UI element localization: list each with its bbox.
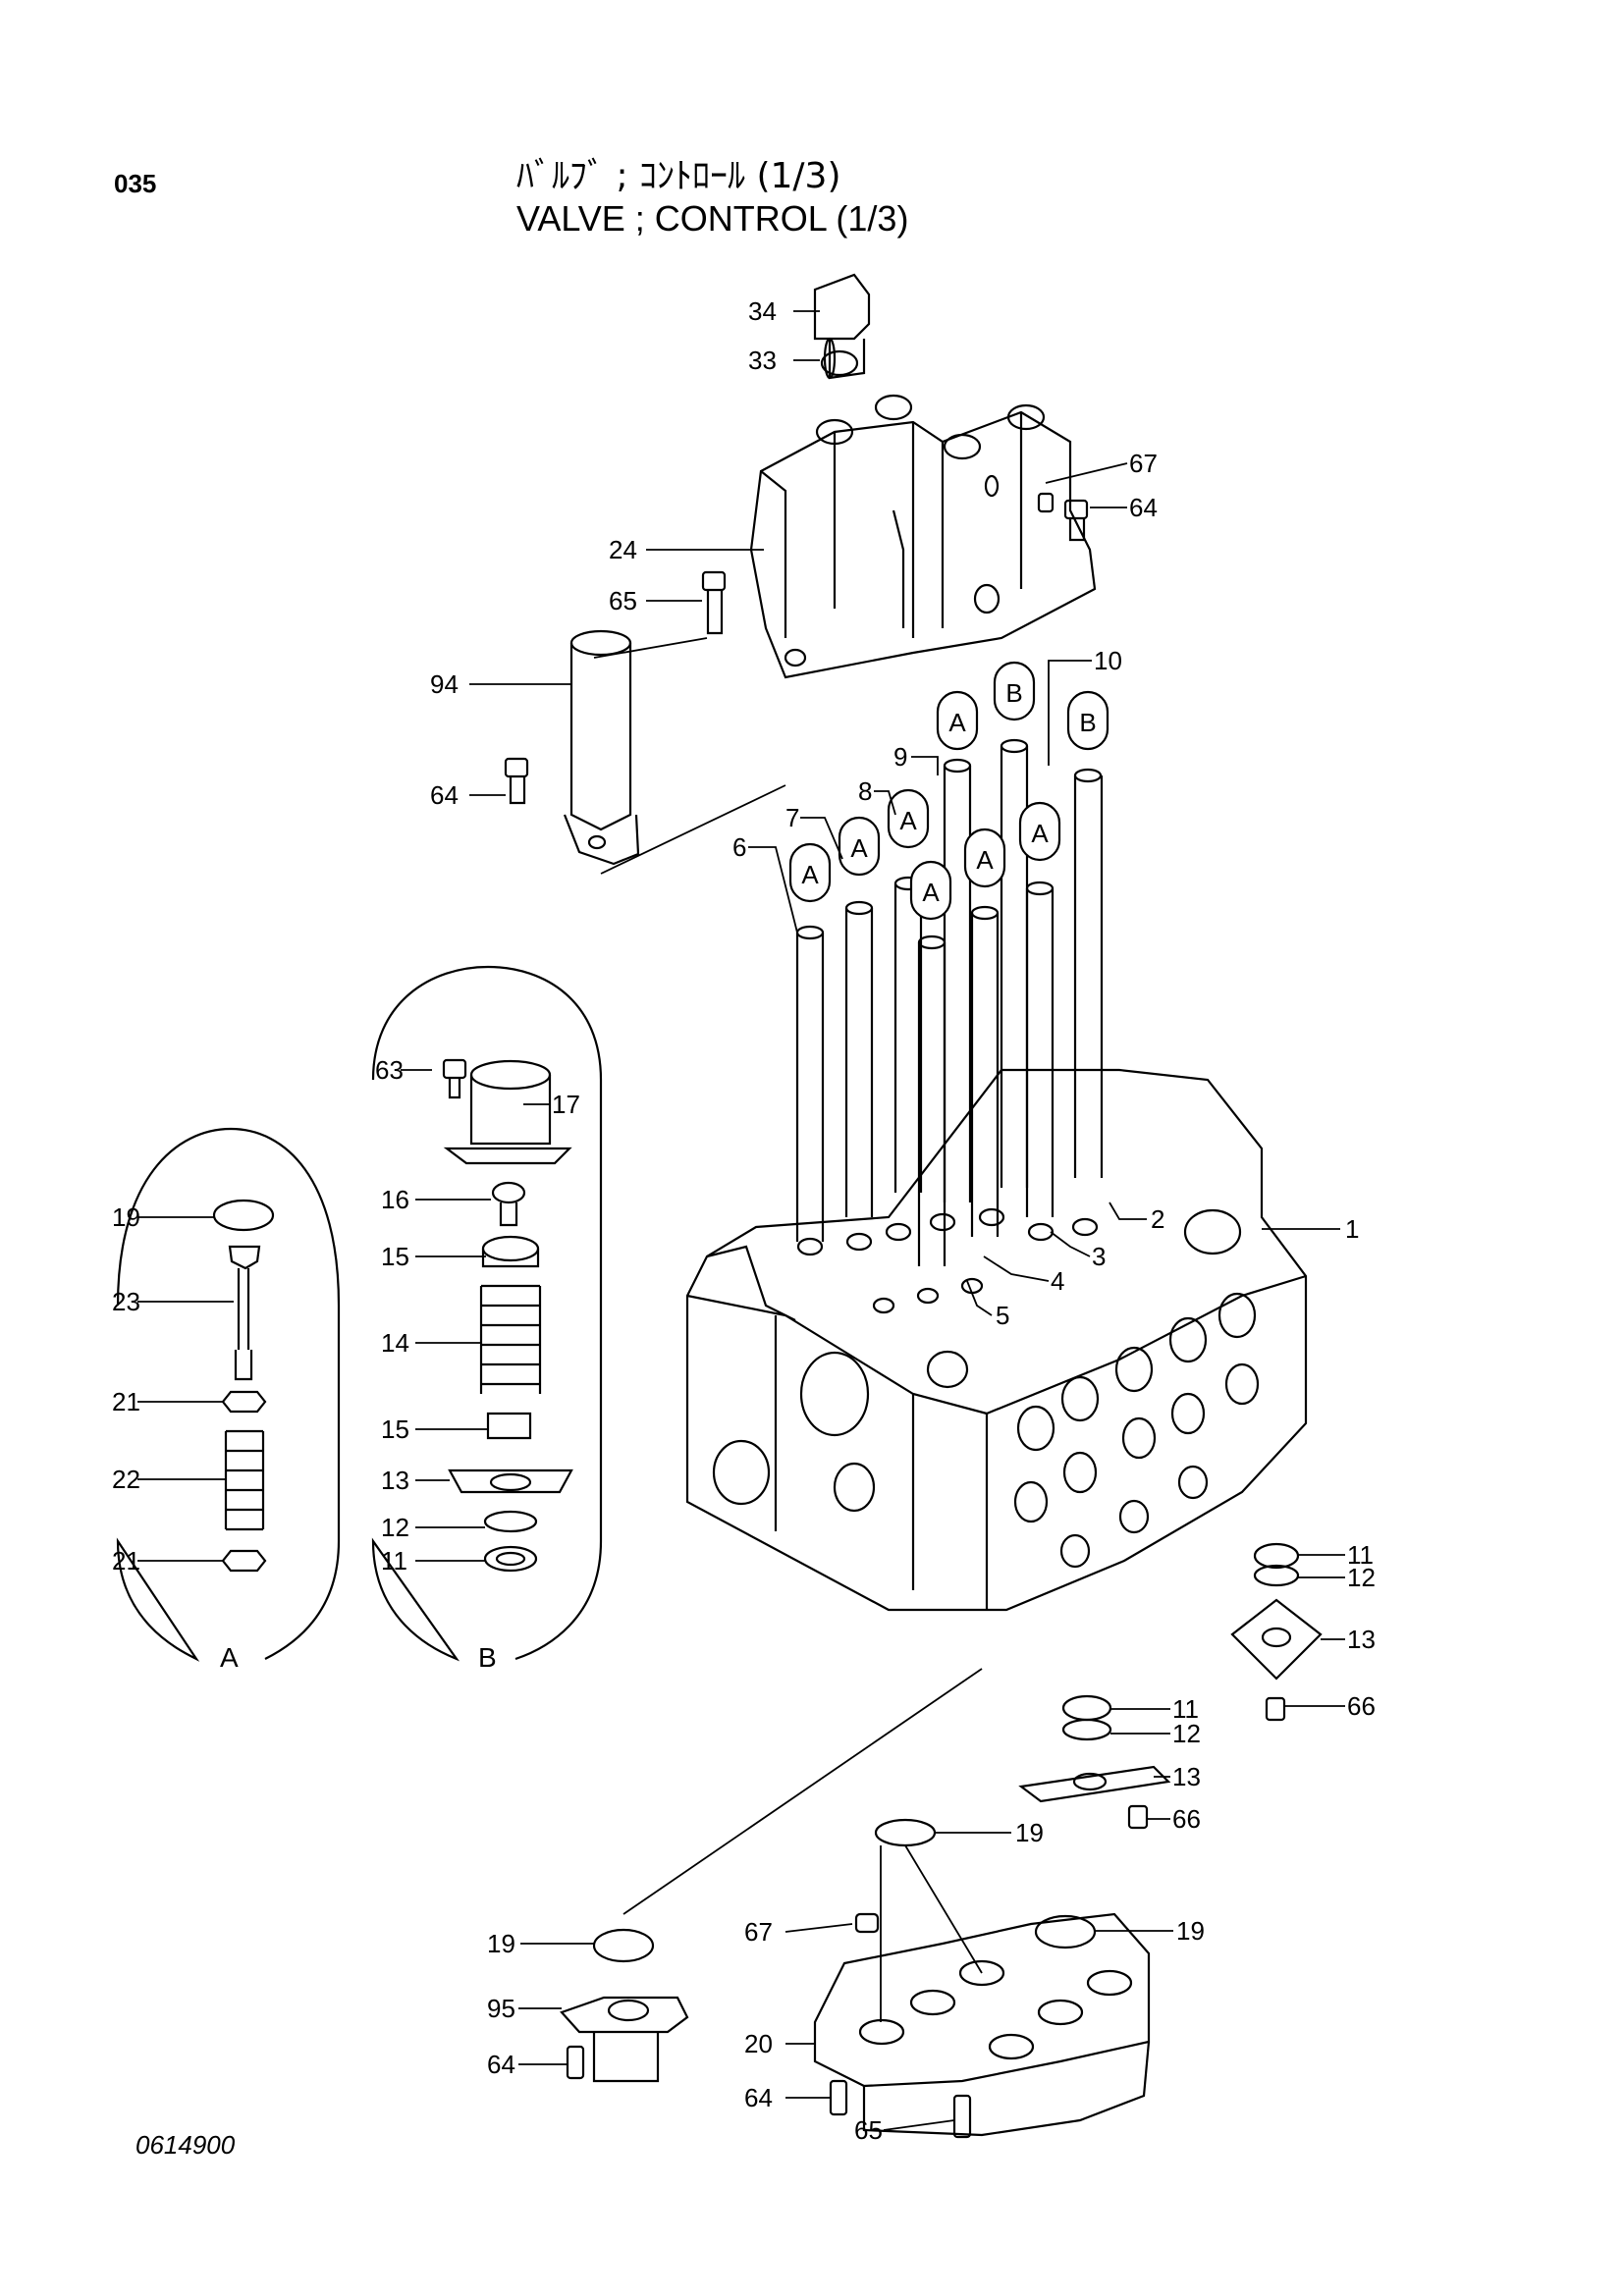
callout: 13 [1347,1625,1376,1654]
callout: 64 [1129,493,1158,522]
spool-tag-group: A A A A A A A [788,661,1109,921]
detail-a [116,1127,341,1662]
callout: 17 [552,1090,580,1119]
detail-b [371,965,603,1662]
svg-text:A: A [850,833,868,863]
title-english: VALVE ; CONTROL (1/3) [516,198,909,239]
callout: 65 [609,586,637,615]
callout: 65 [854,2115,883,2145]
page-number: 035 [114,169,157,198]
callout: 64 [744,2083,773,2112]
spool-tag: A [838,816,881,877]
callout: 19 [112,1202,140,1232]
callout: 94 [430,669,459,699]
title-japanese: ﾊﾞﾙﾌﾞ ; ｺﾝﾄﾛｰﾙ (1/3) [516,156,841,196]
callout: 34 [748,296,777,326]
svg-text:A: A [948,708,966,737]
spool-tag: A [909,860,952,921]
callout: 11 [381,1546,407,1575]
callout: 19 [487,1929,515,1958]
callout: 13 [381,1466,409,1495]
bolts-group [442,492,1089,1099]
callout: 6 [732,832,746,862]
callout: 63 [375,1055,404,1085]
callout: 12 [1172,1719,1201,1748]
spool-tag: A [963,828,1006,888]
callouts: 34 33 67 64 24 65 94 64 10 9 8 7 6 1 2 3… [112,296,1376,2145]
bottom-parts [560,1818,1151,2139]
callout: 5 [996,1301,1009,1330]
svg-text:B: B [1079,708,1096,737]
svg-text:A: A [1031,819,1049,848]
svg-text:B: B [1005,678,1022,708]
callout: 3 [1092,1242,1106,1271]
callout: 8 [858,776,872,806]
callout: 15 [381,1415,409,1444]
spool-tag: B [1066,690,1109,751]
callout: 21 [112,1387,140,1416]
spool-tag: A [788,842,832,903]
callout: 2 [1151,1204,1164,1234]
callout: 11 [1172,1694,1199,1724]
detail-label-a: A [220,1642,239,1673]
callout: 16 [381,1185,409,1214]
spool-tag: A [887,788,930,849]
spool-tag: A [936,690,979,751]
callout: 95 [487,1994,515,2023]
tube-94 [563,629,640,866]
callout: 7 [785,803,799,832]
spools [795,738,1104,1266]
callout: 10 [1094,646,1122,675]
spool-tag: B [993,661,1036,721]
svg-text:A: A [899,806,917,835]
svg-text:A: A [976,845,994,875]
callout: 22 [112,1465,140,1494]
callout: 11 [1347,1540,1374,1570]
detail-label-b: B [478,1642,497,1673]
o-ring-33 [820,349,859,377]
callout: 1 [1345,1214,1359,1244]
callout: 64 [430,780,459,810]
callout: 33 [748,346,777,375]
callout: 15 [381,1242,409,1271]
svg-text:A: A [922,878,940,907]
callout: 24 [609,535,637,564]
callout: 21 [112,1546,140,1575]
callout: 23 [112,1287,140,1316]
callout: 20 [744,2029,773,2058]
drawing-reference: 0614900 [135,2130,236,2160]
callout: 14 [381,1328,409,1358]
callout: 9 [893,742,907,772]
callout: 67 [1129,449,1158,478]
callout: 66 [1172,1804,1201,1834]
callout: 66 [1347,1691,1376,1721]
upper-cover [749,394,1097,679]
svg-text:A: A [801,860,819,889]
callout: 67 [744,1917,773,1947]
valve-body [685,1068,1308,1612]
right-parts [1018,1542,1323,1830]
callout: 64 [487,2050,515,2079]
callout: 19 [1176,1916,1205,1946]
plug-bolt [813,273,871,380]
callout: 12 [381,1513,409,1542]
leader-lines [137,310,1345,2131]
callout: 19 [1015,1818,1044,1847]
callout: 12 [1347,1563,1376,1592]
callout: 4 [1051,1266,1064,1296]
spool-tag: A [1018,801,1061,862]
callout: 13 [1172,1762,1201,1791]
